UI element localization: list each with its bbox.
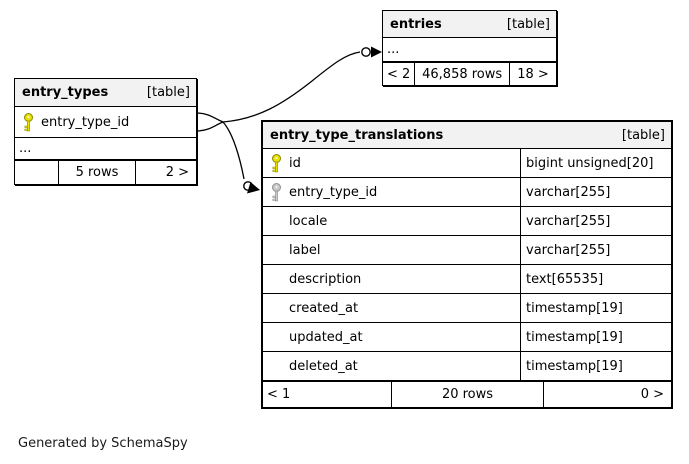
table-row: deleted_at timestamp[19] [263, 352, 671, 381]
column-type: varchar[255] [520, 236, 671, 264]
table-row: entry_type_id varchar[255] [263, 178, 671, 207]
table-type-tag: [table] [621, 127, 665, 143]
crow-foot-icon [197, 112, 224, 132]
table-row: entry_type_id [15, 107, 196, 138]
column-name: label [289, 242, 321, 258]
table-node-entry-type-translations: entry_type_translations [table] id bigin… [261, 120, 673, 409]
generated-by-caption: Generated by SchemaSpy [18, 436, 188, 451]
degree-out-cell: 18 > [517, 66, 549, 82]
table-footer-entry-types: 5 rows 2 > [15, 160, 196, 184]
relationship-line-entry-types-translations [222, 121, 245, 180]
table-row: created_at timestamp[19] [263, 294, 671, 323]
column-name: entry_type_id [41, 114, 130, 130]
column-name: locale [289, 213, 328, 229]
arrowhead-icon-translations [247, 182, 260, 194]
table-header-entry-types[interactable]: entry_types [table] [15, 79, 196, 107]
table-row: updated_at timestamp[19] [263, 323, 671, 352]
foreign-key-icon [263, 182, 289, 202]
degree-out-cell: 2 > [165, 165, 189, 180]
column-type: text[65535] [520, 265, 671, 293]
relationship-line-entry-types-entries [222, 51, 361, 123]
table-footer-entries: < 2 46,858 rows 18 > [383, 62, 556, 85]
column-type: bigint unsigned[20] [520, 149, 671, 177]
table-footer-entry-type-translations: < 1 20 rows 0 > [263, 381, 671, 407]
column-name: id [289, 155, 301, 171]
degree-in-cell: < 1 [263, 382, 392, 407]
column-type: timestamp[19] [520, 323, 671, 351]
column-name: created_at [289, 300, 359, 316]
table-header-entry-type-translations[interactable]: entry_type_translations [table] [263, 122, 671, 149]
cardinality-circle-entries [361, 47, 371, 57]
degree-in-cell: < 2 [383, 63, 416, 85]
table-row: id bigint unsigned[20] [263, 149, 671, 178]
row-count-cell: 20 rows [392, 382, 544, 407]
degree-in-cell [15, 161, 59, 184]
primary-key-icon [15, 112, 41, 132]
table-row: description text[65535] [263, 265, 671, 294]
row-count-cell: 5 rows [59, 161, 136, 184]
collapsed-columns-ellipsis: ... [19, 141, 32, 156]
column-name: entry_type_id [289, 184, 378, 200]
table-header-entries[interactable]: entries [table] [383, 11, 556, 38]
table-name[interactable]: entries [390, 16, 442, 32]
table-node-entry-types: entry_types [table] entry_type_id ... 5 … [14, 78, 197, 185]
table-type-tag: [table] [146, 85, 190, 100]
collapsed-columns-ellipsis: ... [387, 42, 400, 57]
primary-key-icon [263, 153, 289, 173]
table-name[interactable]: entry_type_translations [270, 127, 444, 143]
arrowhead-icon-entries [371, 46, 382, 58]
table-node-entries: entries [table] ... < 2 46,858 rows 18 > [382, 10, 557, 86]
column-name: deleted_at [289, 358, 358, 374]
table-type-tag: [table] [506, 16, 550, 32]
column-name: description [289, 271, 362, 287]
table-name[interactable]: entry_types [22, 85, 109, 100]
column-type: varchar[255] [520, 207, 671, 235]
column-type: timestamp[19] [520, 352, 671, 380]
column-type: varchar[255] [520, 178, 671, 206]
column-name: updated_at [289, 329, 363, 345]
table-row: ... [15, 138, 196, 160]
table-row: label varchar[255] [263, 236, 671, 265]
column-type: timestamp[19] [520, 294, 671, 322]
row-count-cell: 46,858 rows [415, 63, 510, 85]
table-row: locale varchar[255] [263, 207, 671, 236]
table-row: ... [383, 38, 556, 62]
degree-out-cell: 0 > [640, 387, 664, 402]
